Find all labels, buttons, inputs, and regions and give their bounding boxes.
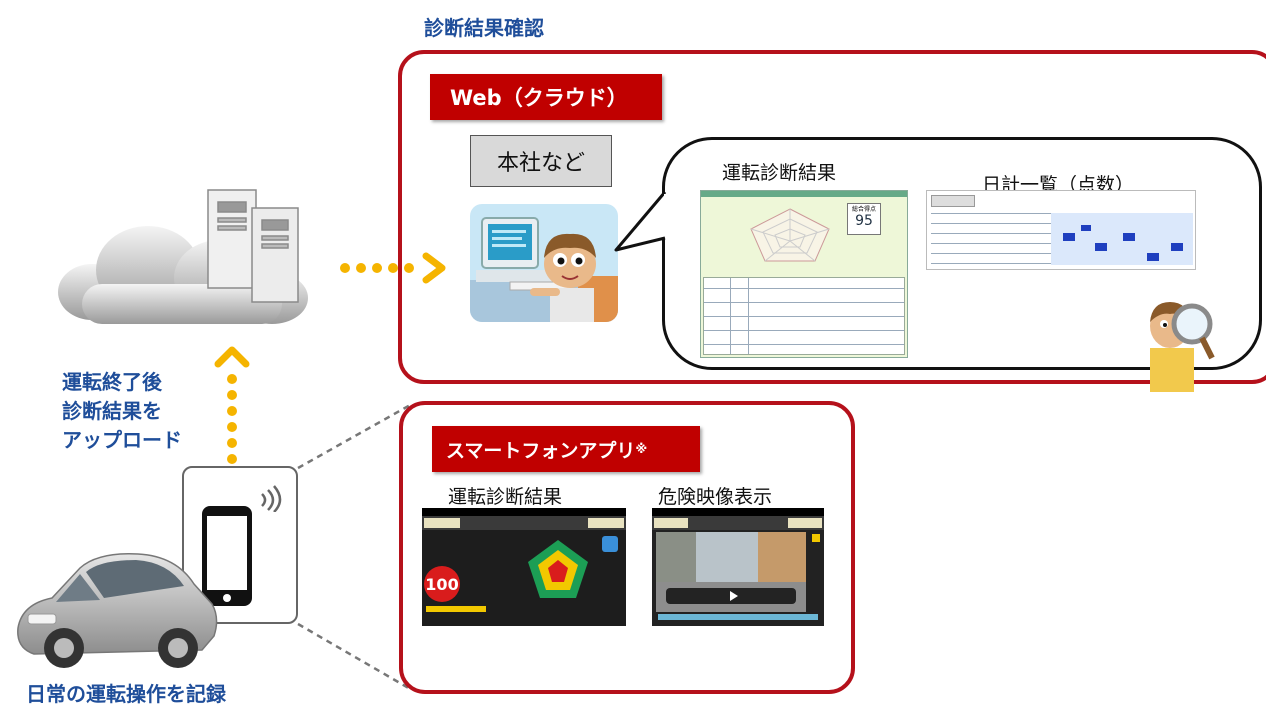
dot <box>340 263 350 273</box>
arrow-right-icon <box>422 252 446 284</box>
speech-bubble-pointer <box>614 191 672 252</box>
dot <box>227 406 237 416</box>
app-label-mark: ※ <box>635 442 648 456</box>
office-label: 本社など <box>470 135 612 187</box>
dot <box>227 390 237 400</box>
dot <box>372 263 382 273</box>
web-diagnosis-caption: 運転診断結果 <box>722 162 837 184</box>
web-label-text: Web（クラウド） <box>450 86 628 110</box>
web-label: Web（クラウド） <box>430 74 662 120</box>
upload-text-line: アップロード <box>62 428 182 452</box>
cloud-server-icon <box>58 189 308 324</box>
upload-text: 運転終了後 診断結果を アップロード <box>62 368 182 455</box>
dot <box>356 263 366 273</box>
danger-video-screenshot <box>652 508 824 626</box>
upload-text-line: 運転終了後 <box>62 370 162 394</box>
inspector-magnifier-illustration <box>1150 302 1215 392</box>
web-diagnosis-screenshot: 総合得点 95 <box>700 190 908 358</box>
office-worker-illustration <box>470 204 618 322</box>
dot <box>388 263 398 273</box>
smartphone-icon <box>202 506 252 606</box>
record-text: 日常の運転操作を記録 <box>26 682 226 706</box>
daily-score-screenshot <box>926 190 1196 270</box>
dot <box>227 422 237 432</box>
signal-icon <box>261 485 282 512</box>
dot <box>227 438 237 448</box>
total-score-value: 95 <box>855 213 873 229</box>
upload-text-line: 診断結果を <box>62 399 162 423</box>
dot <box>404 263 414 273</box>
app-score: 100 <box>424 566 460 602</box>
dot <box>227 374 237 384</box>
video-caption: 危険映像表示 <box>658 486 773 508</box>
arrow-up-icon <box>214 346 250 368</box>
dot <box>227 454 237 464</box>
app-diagnosis-caption: 運転診断結果 <box>448 486 563 508</box>
app-label: スマートフォンアプリ※ <box>432 426 700 472</box>
page-title: 診断結果確認 <box>424 16 544 40</box>
app-diagnosis-screenshot: 100 <box>422 508 626 626</box>
dashed-connector <box>297 402 413 692</box>
car-illustration <box>17 553 218 668</box>
app-label-text: スマートフォンアプリ <box>446 439 636 462</box>
total-score-label: 総合得点 <box>851 206 876 213</box>
